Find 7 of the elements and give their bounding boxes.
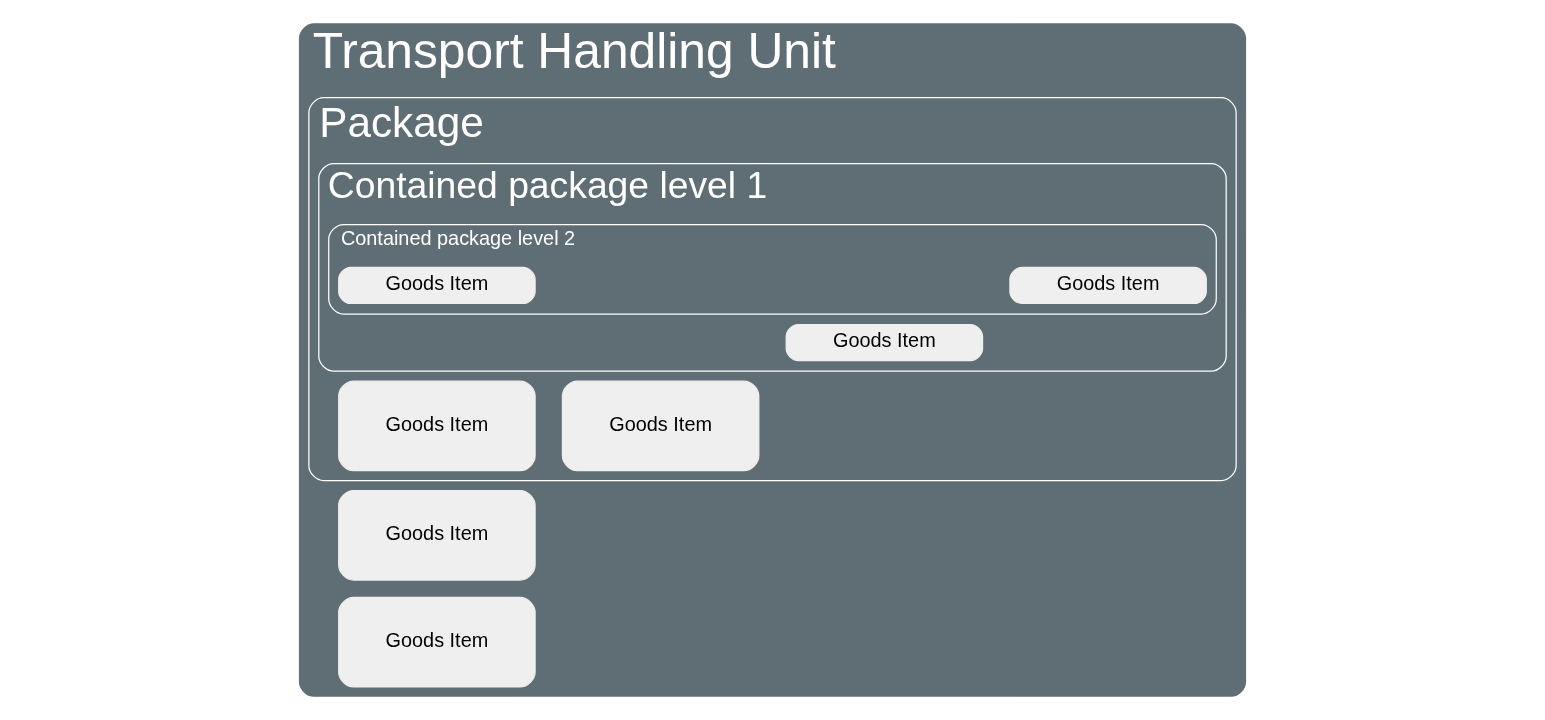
node-box: Goods Item [338,596,536,688]
node-box: Goods Item [1009,266,1207,305]
node-box: Goods Item [561,380,760,472]
node-box: Goods Item [338,266,536,305]
node-box: Goods Item [338,380,536,472]
node-box: Goods Item [338,489,536,581]
node-box: Goods Item [785,323,984,362]
